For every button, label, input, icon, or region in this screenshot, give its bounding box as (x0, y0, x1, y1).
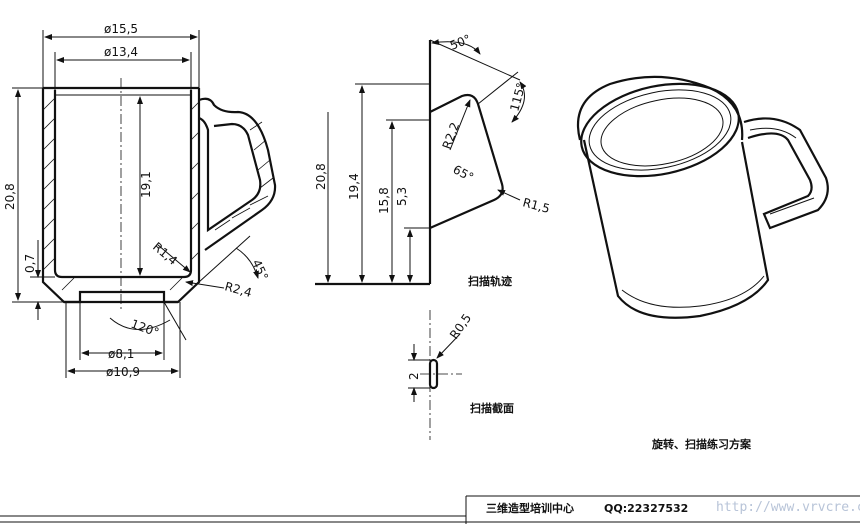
dim-r22: R2,2 (440, 120, 463, 151)
sweep-path-caption: 扫描轨迹 (468, 274, 512, 288)
footer-qq: QQ:22327532 (604, 502, 688, 515)
title-block: 三维造型培训中心 QQ:22327532 http://www.vrvcre.c… (0, 495, 860, 524)
left-wall-hatch (42, 97, 200, 291)
dim-h53: 5,3 (395, 187, 409, 206)
footer-center-name: 三维造型培训中心 (486, 501, 574, 515)
dim-h208: 20,8 (314, 163, 328, 190)
handle-hatch (214, 121, 274, 231)
sweep-path-curve (429, 93, 504, 230)
render-caption: 旋转、扫描练习方案 (651, 437, 752, 451)
dim-inner-height: 19,1 (139, 171, 153, 198)
sweep-profile-slot (428, 358, 439, 390)
dim-outer-diameter: ø15,5 (104, 22, 138, 36)
dim-angle-120: 120° (129, 317, 161, 340)
mug-3d-render (576, 75, 829, 319)
dim-h194: 19,4 (347, 173, 361, 200)
render-body (582, 139, 770, 319)
render-rim-outer (576, 75, 744, 141)
mug-section-view: ø15,5 ø13,4 20,8 0,7 19,1 R1,4 R2,4 45° … (3, 22, 277, 379)
dim-inner-diameter: ø13,4 (104, 45, 138, 59)
dim-bottom-thickness: 0,7 (23, 254, 37, 273)
sweep-section-caption: 扫描截面 (470, 401, 514, 415)
dim-fillet-r24: R2,4 (223, 279, 253, 300)
dim-width: 2 (407, 372, 421, 380)
dim-fillet-r14: R1,4 (150, 240, 180, 268)
dim-angle-45: 45° (249, 257, 271, 282)
dim-h158: 15,8 (377, 187, 391, 214)
footer-watermark: http://www.vrvcre.com (716, 500, 860, 515)
render-handle (743, 117, 829, 230)
handle-outer (198, 97, 277, 251)
dim-r05: R0,5 (447, 311, 474, 341)
dim-r15: R1,5 (521, 195, 551, 216)
dim-angle-115: 115° (507, 81, 528, 113)
dim-foot-outer: ø10,9 (106, 365, 140, 379)
dim-angle-65: 65° (451, 162, 476, 184)
sweep-path-view: 50° 115° R2,2 65° R1,5 20,8 19,4 15,8 5,… (314, 32, 551, 288)
dim-angle-50: 50° (448, 32, 473, 53)
dim-height-total: 20,8 (3, 183, 17, 210)
handle-inner (198, 116, 262, 233)
dim-foot-inner: ø8,1 (108, 347, 134, 361)
sweep-section-view: 2 R0,5 扫描截面 (407, 310, 514, 440)
